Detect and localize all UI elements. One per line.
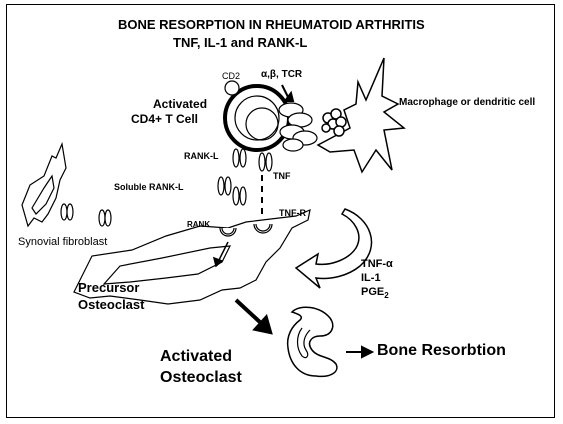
il1-label: IL-1 [361, 272, 381, 284]
tcr-label: α,β, TCR [261, 69, 302, 80]
synovial-fibroblast-cell [22, 144, 66, 226]
precursor-label-2: Osteoclast [78, 297, 144, 312]
resorption-arrow [346, 347, 372, 357]
bone-resorption-label: Bone Resorbtion [377, 342, 506, 360]
activated-osteoclast-cell [288, 307, 337, 376]
activated-osteoclast-label-1: Activated [160, 348, 232, 366]
soluble-rank-l [218, 177, 246, 205]
tnf-alpha-label: TNF-α [361, 258, 393, 270]
tnf-label: TNF [273, 171, 291, 181]
macrophage-label: Macrophage or dendritic cell [399, 97, 535, 108]
title-line-1: BONE RESORPTION IN RHEUMATOID ARTHRITIS [118, 17, 425, 32]
soluble-rank-l-label: Soluble RANK-L [114, 182, 184, 192]
cd2-receptor [225, 81, 239, 95]
activation-arrow [236, 300, 270, 332]
pge2-base: PGE [361, 286, 384, 298]
activated-t-cell-label-2: CD4+ T Cell [131, 112, 198, 126]
tcr-cluster [279, 103, 317, 151]
fibroblast-rank-l [61, 204, 111, 226]
rank-label: RANK [187, 220, 210, 229]
antigen-cluster [322, 109, 346, 136]
activated-osteoclast-label-2: Osteoclast [160, 369, 242, 387]
rank-l-membrane [233, 149, 272, 171]
rank-l-label: RANK-L [184, 151, 219, 161]
t-cell [225, 86, 289, 150]
tnf-r-label: TNF-R [279, 208, 306, 218]
synovial-fibroblast-label: Synovial fibroblast [18, 236, 107, 248]
activated-t-cell-label-1: Activated [153, 97, 207, 111]
pge2-subscript: 2 [384, 291, 388, 300]
precursor-label-1: Precursor [78, 280, 139, 295]
pge2-label: PGE2 [361, 286, 389, 300]
title-line-2: TNF, IL-1 and RANK-L [173, 35, 307, 50]
cd2-label: CD2 [222, 71, 240, 81]
